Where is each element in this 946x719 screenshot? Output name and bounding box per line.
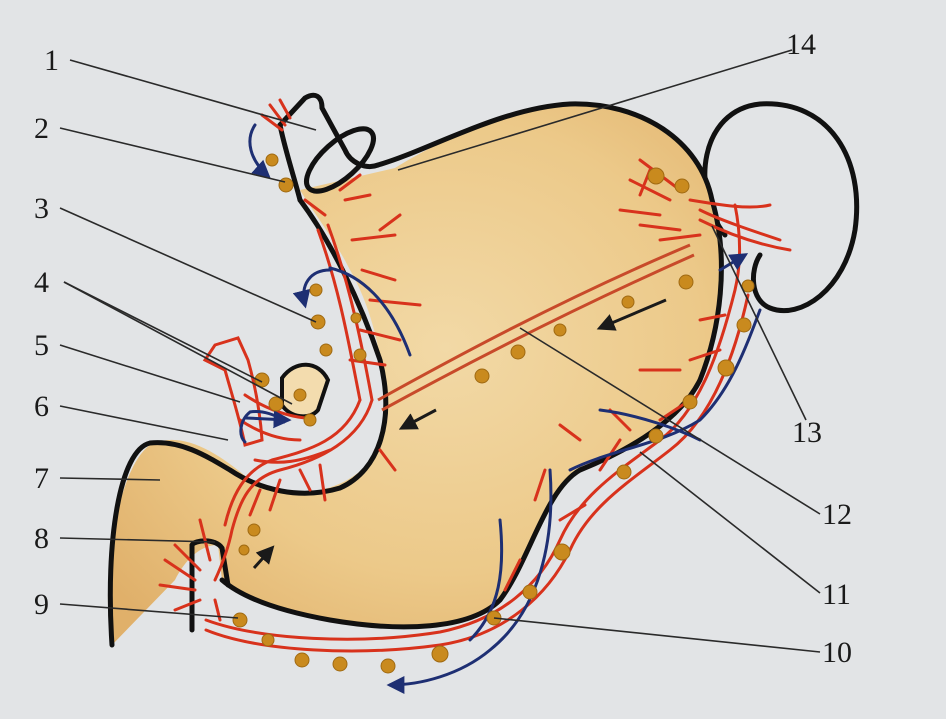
artery-network (158, 98, 792, 653)
callout-13: 13 (792, 416, 822, 449)
flow-arrows (252, 298, 667, 570)
leader-lines (59, 49, 821, 653)
callout-14: 14 (786, 28, 816, 61)
callout-4: 4 (34, 266, 49, 299)
callout-10: 10 (822, 636, 852, 669)
cardia-ring (304, 126, 376, 194)
esophagus-left-wall (277, 122, 303, 203)
callout-9: 9 (34, 588, 49, 621)
callout-7: 7 (34, 462, 49, 495)
callout-8: 8 (34, 522, 49, 555)
lesser-curvature-wedge (280, 362, 331, 419)
lesser-curvature-vessel-pair (377, 243, 695, 412)
callout-12: 12 (822, 498, 852, 531)
spleen-outline (702, 101, 860, 314)
callout-3: 3 (34, 192, 49, 225)
callout-labels: 1 2 3 4 5 6 7 8 9 10 11 12 13 14 (34, 28, 852, 669)
lesser-curvature-outline (107, 197, 389, 648)
callout-6: 6 (34, 390, 49, 423)
vein-network (239, 123, 762, 694)
stomach-body (107, 103, 722, 646)
stomach-outline (219, 101, 724, 630)
callout-2: 2 (34, 112, 49, 145)
esophagus (277, 92, 381, 169)
callout-11: 11 (822, 578, 851, 611)
callout-5: 5 (34, 329, 49, 362)
callout-1: 1 (44, 44, 59, 77)
